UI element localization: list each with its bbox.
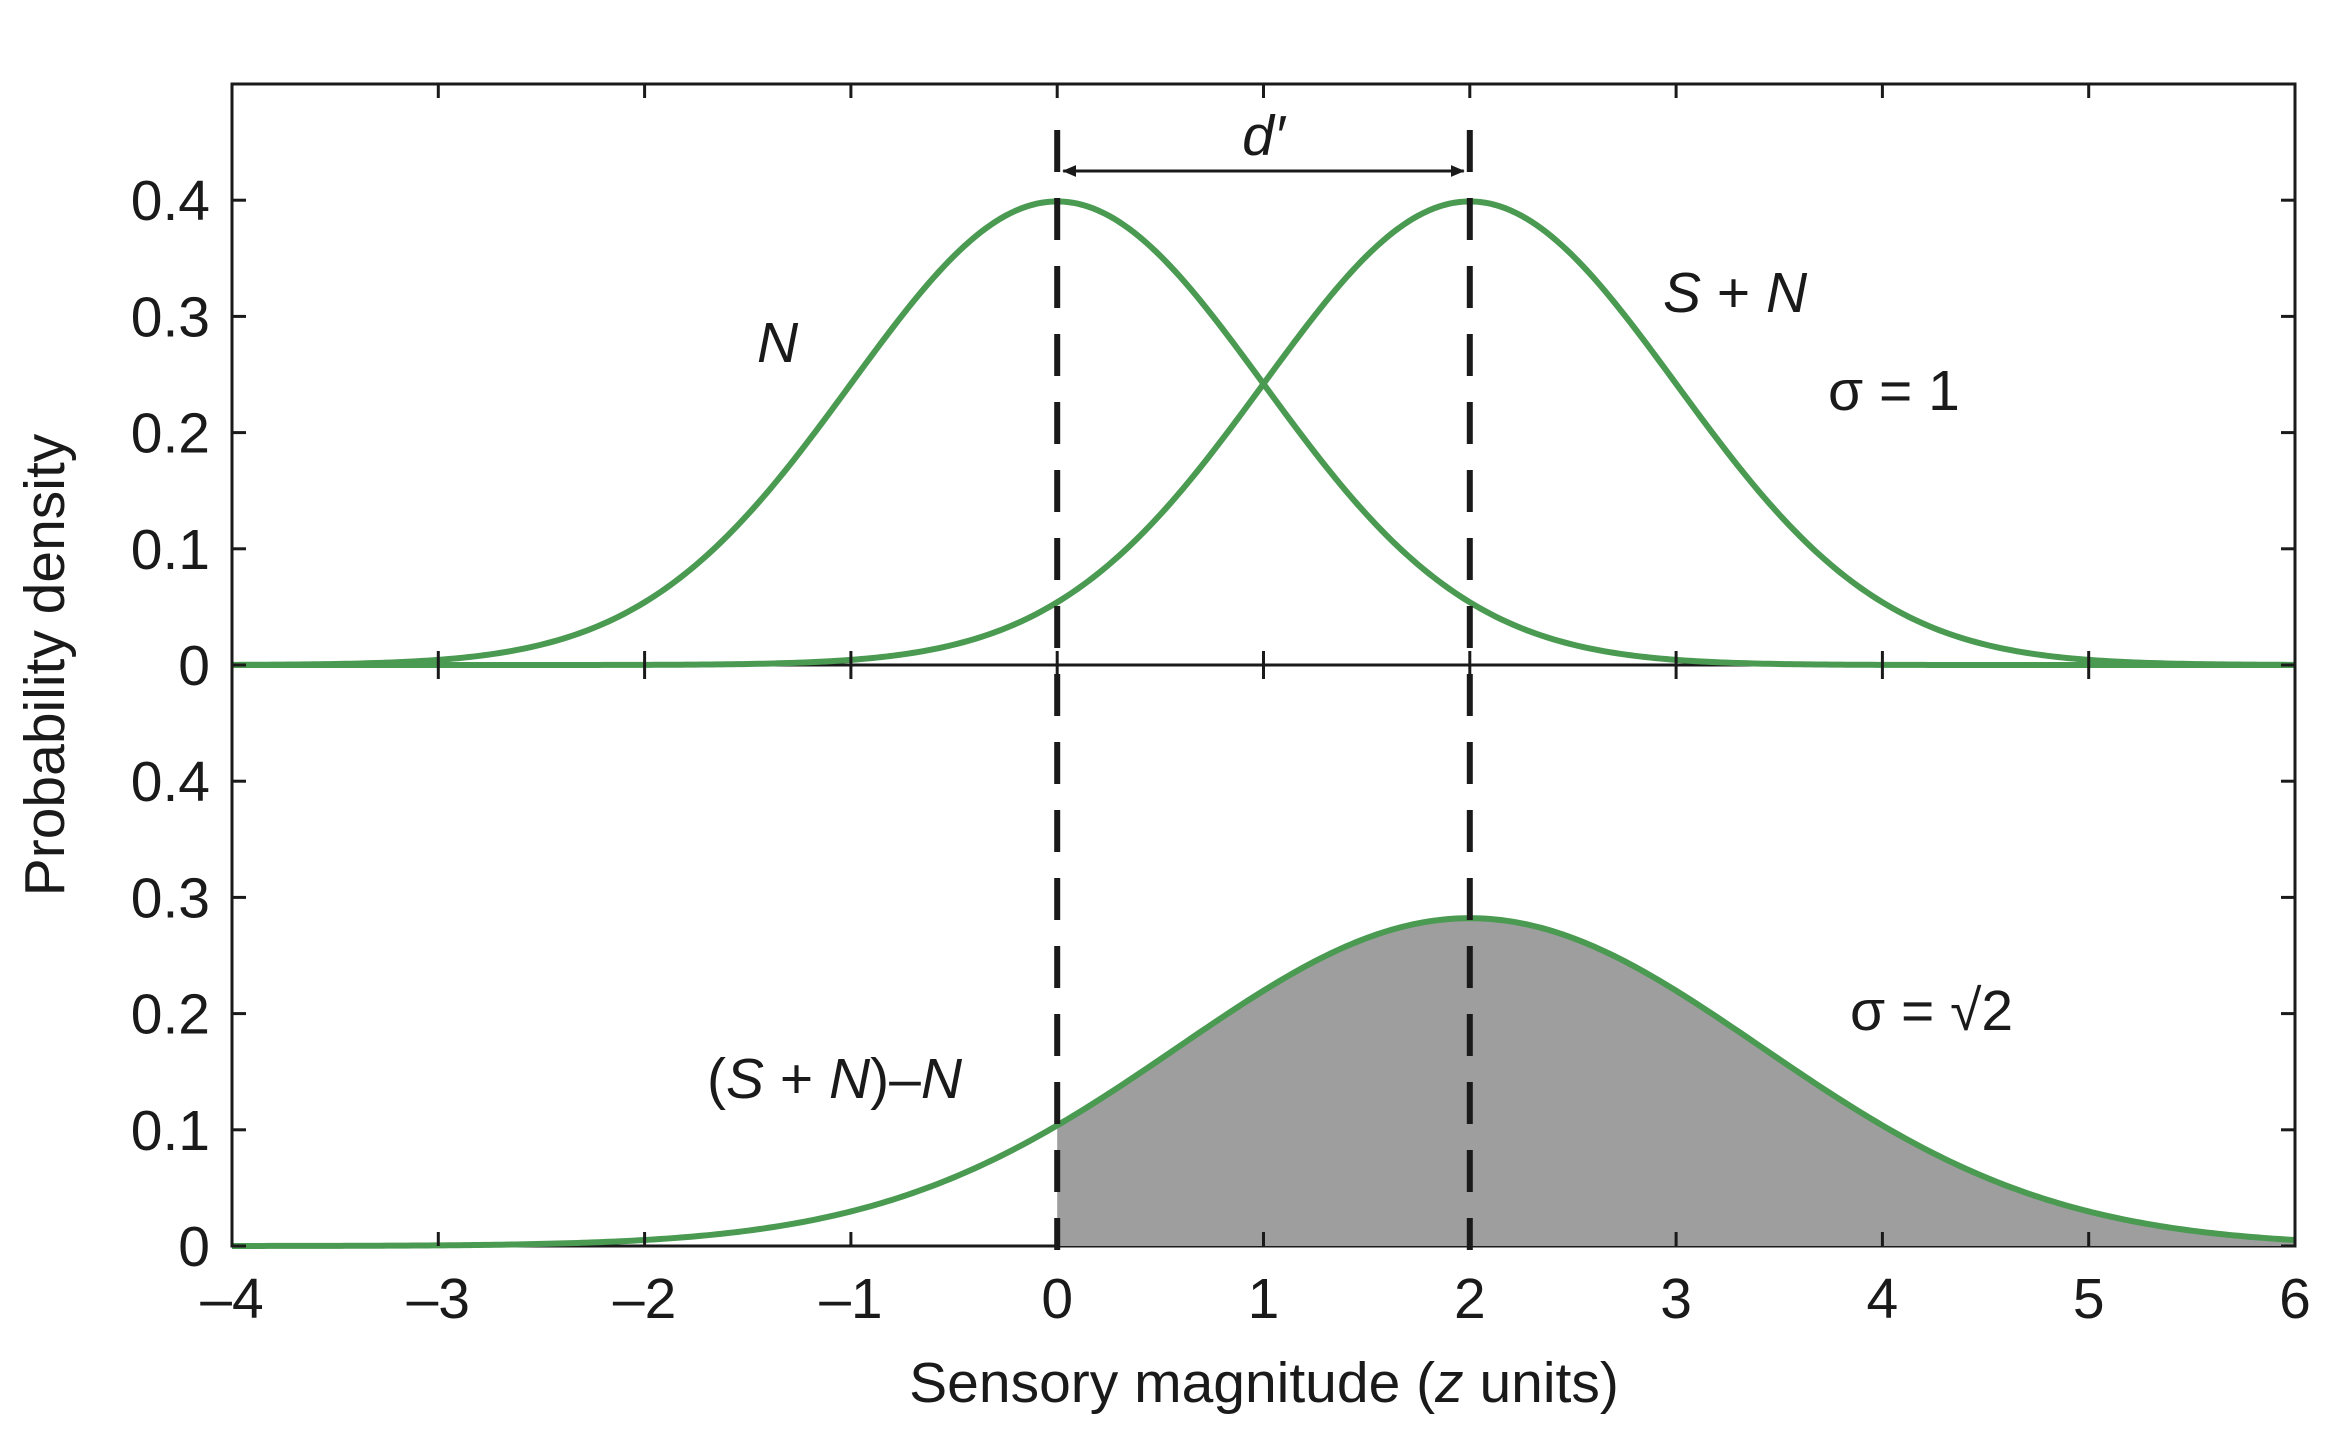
- y-tick-label-bottom: 0.4: [131, 750, 210, 814]
- curve-difference: [232, 915, 2296, 1249]
- label-signal-plus-noise: S + N: [1663, 261, 1808, 325]
- label-signal-plus: +: [1701, 261, 1766, 325]
- x-tick-label: –1: [819, 1267, 882, 1331]
- curve-signal-plus-noise: [232, 198, 2296, 668]
- y-axis-label: Probability density: [13, 433, 77, 896]
- y-tick-label-bottom: 0.3: [131, 866, 210, 930]
- y-tick-label-top: 0.1: [131, 518, 210, 582]
- y-tick-label-top: 0.4: [131, 169, 210, 233]
- y-tick-label-bottom: 0.2: [131, 983, 210, 1047]
- y-tick-label-top: 0.2: [131, 402, 210, 466]
- label-diff-n2: N: [921, 1047, 963, 1111]
- x-axis-label: Sensory magnitude (z units): [909, 1351, 1619, 1415]
- y-tick-labels-bottom: 0 0.1 0.2 0.3 0.4: [131, 750, 210, 1279]
- label-diff-s: S: [726, 1047, 764, 1111]
- label-diff-open: (: [707, 1047, 726, 1111]
- x-tick-label: 1: [1248, 1267, 1280, 1331]
- label-diff-n: N: [829, 1047, 871, 1111]
- label-signal-s: S: [1663, 261, 1701, 325]
- label-sigma-top: σ = 1: [1828, 359, 1960, 423]
- curve-noise: [231, 198, 2295, 668]
- x-tick-label: –2: [613, 1267, 676, 1331]
- label-noise: N: [757, 311, 799, 375]
- x-tick-label: –4: [200, 1267, 263, 1331]
- label-signal-n: N: [1766, 261, 1808, 325]
- label-diff-close: )–: [870, 1047, 921, 1111]
- x-tick-label: 6: [2279, 1267, 2311, 1331]
- x-tick-labels: –4 –3 –2 –1 0 1 2 3 4 5 6: [200, 1267, 2311, 1331]
- x-tick-label: 2: [1454, 1267, 1486, 1331]
- x-tick-label: 3: [1660, 1267, 1692, 1331]
- y-tick-label-bottom: 0.1: [131, 1099, 210, 1163]
- y-tick-label-bottom: 0: [178, 1215, 210, 1279]
- dprime-label: d′: [1242, 104, 1287, 168]
- y-tick-labels-top: 0 0.1 0.2 0.3 0.4: [131, 169, 210, 698]
- x-tick-label: 5: [2073, 1267, 2105, 1331]
- x-tick-label: 4: [1867, 1267, 1899, 1331]
- y-tick-label-top: 0: [178, 634, 210, 698]
- x-tick-label: 0: [1041, 1267, 1073, 1331]
- shaded-area: [1057, 918, 2295, 1246]
- label-diff-plus: +: [764, 1047, 829, 1111]
- label-sigma-bottom: σ = √2: [1850, 979, 2013, 1043]
- label-difference: (S + N)–N: [707, 1047, 963, 1111]
- x-tick-label: –3: [407, 1267, 470, 1331]
- x-axis-label-pre: Sensory magnitude (: [909, 1351, 1435, 1415]
- y-tick-label-top: 0.3: [131, 285, 210, 349]
- x-axis-label-post: units): [1464, 1351, 1619, 1415]
- x-axis-label-italic: z: [1434, 1351, 1464, 1415]
- tick-marks: [230, 84, 2297, 1248]
